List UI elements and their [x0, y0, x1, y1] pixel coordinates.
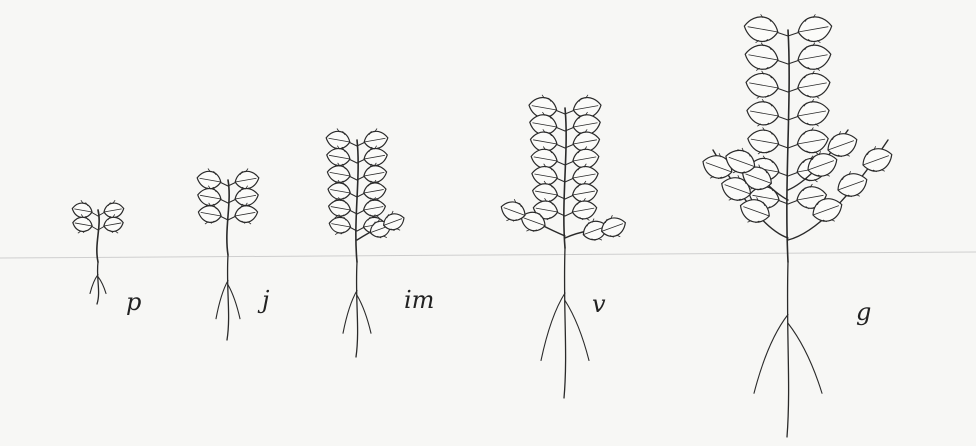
plant-j-leaf-l-2	[197, 201, 223, 226]
stage-label-j: j	[262, 288, 269, 312]
stage-label-g: g	[856, 300, 871, 324]
plant-j-leaf-r-2	[233, 201, 259, 226]
plant-g-leaf-r-2	[795, 69, 832, 102]
plant-p-roots-right	[98, 277, 106, 294]
plant-g-leaf-r-4	[795, 125, 830, 157]
plant-g	[698, 12, 896, 437]
plant-g-roots-main	[787, 262, 789, 437]
plant-g-roots-right	[788, 323, 822, 393]
stage-label-v: v	[592, 292, 606, 316]
plant-j-roots-main	[227, 255, 229, 340]
plant-g-leaf-r-1	[796, 40, 834, 74]
plant-v-stem	[564, 108, 566, 248]
plant-im-leaf-l-4	[327, 196, 352, 220]
plant-g-leaf-l-1	[743, 40, 781, 74]
plant-im-roots-main	[356, 262, 358, 357]
plant-im-roots-right	[357, 295, 371, 333]
plant-v-roots-main	[564, 248, 566, 398]
plant-g-stem	[787, 30, 789, 262]
plant-p-leaf-r-1	[102, 213, 125, 235]
plant-v-roots-right	[565, 301, 589, 361]
plant-im-leaf-l-5	[327, 213, 352, 237]
plant-v	[497, 93, 629, 398]
plant-v-branch-1-leaf-1	[598, 212, 630, 242]
plant-im-stem	[356, 140, 358, 262]
plant-im-roots-left	[343, 291, 357, 334]
plant-p-roots-left	[90, 275, 98, 294]
plant-g-leaf-l-2	[744, 69, 781, 102]
plant-g-leaf-r-3	[795, 97, 831, 130]
plant-p-roots-main	[97, 262, 99, 304]
plant-v-leaf-r-6	[570, 197, 598, 223]
plant-v-roots-left	[541, 293, 565, 361]
plant-im	[324, 127, 407, 357]
stage-label-p: p	[126, 290, 141, 314]
plant-g-leaf-l-4	[745, 125, 780, 157]
plant-p-stem	[97, 210, 99, 262]
plant-j-roots-left	[216, 281, 228, 319]
plant-p-leaf-l-1	[71, 213, 94, 235]
plant-p	[71, 199, 126, 304]
plants-group	[71, 12, 897, 437]
ground-line	[0, 252, 976, 258]
plant-g-leaf-l-3	[745, 97, 781, 130]
plant-j-stem	[227, 180, 229, 255]
plant-g-leaf-r-0	[796, 12, 834, 46]
plant-j-roots-right	[228, 285, 240, 319]
plant-j	[195, 167, 261, 340]
plant-im-leaf-r-4	[362, 196, 387, 220]
stage-label-im: im	[404, 288, 434, 312]
plant-g-roots-left	[754, 315, 788, 394]
plant-g-leaf-l-0	[742, 12, 780, 46]
plant-g-branch-1-leaf-2	[858, 142, 896, 177]
